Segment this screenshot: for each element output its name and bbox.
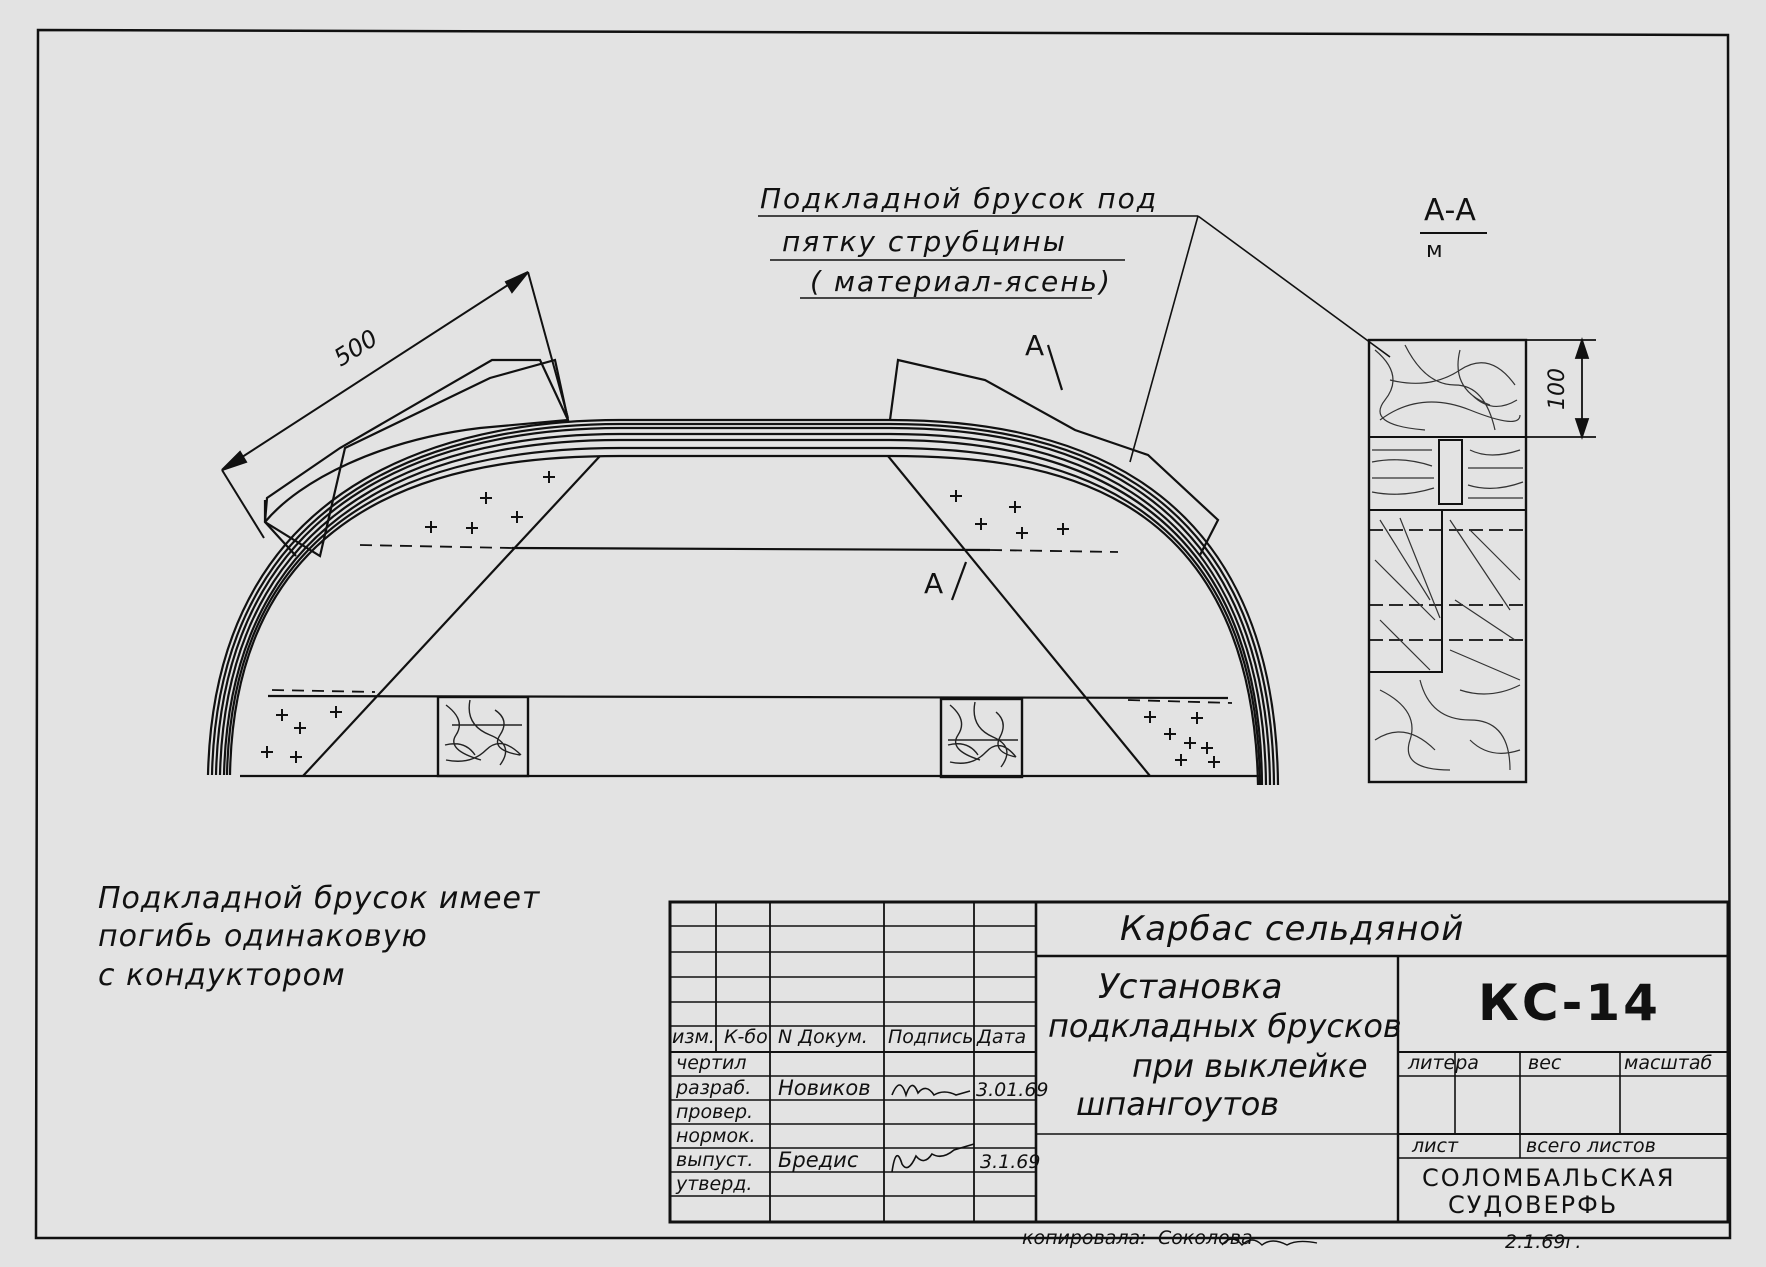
section-scale: м (1426, 238, 1443, 263)
dimension-500 (221, 271, 569, 539)
role-drew: чертил (676, 1052, 747, 1074)
org-line-2: СУДОВЕРФЬ (1448, 1191, 1619, 1219)
sheets-total-label: всего листов (1526, 1135, 1656, 1157)
developer-name: Новиков (778, 1076, 871, 1100)
drawing-code: КС-14 (1478, 974, 1661, 1032)
dimension-100-label: 100 (1545, 368, 1570, 410)
signature-copier (1221, 1238, 1318, 1247)
developer-date: 3.01.69 (976, 1079, 1049, 1101)
litera-label: литера (1408, 1052, 1479, 1074)
weight-label: вес (1528, 1052, 1562, 1074)
header-kol: К-бо (724, 1026, 768, 1048)
signature-issuer (891, 1143, 975, 1173)
header-sign: Подпись (888, 1026, 974, 1048)
section-mark-mid-label: А (924, 567, 944, 600)
copied-label: копировала: (1022, 1227, 1147, 1249)
title-line-3: при выклейке (1132, 1047, 1368, 1085)
role-checked: провер. (676, 1101, 754, 1123)
title-line-1: Установка (1098, 967, 1283, 1007)
org-line-1: СОЛОМБАЛЬСКАЯ (1422, 1164, 1676, 1192)
copied-name: Соколова (1158, 1227, 1253, 1249)
left-pad-block (263, 358, 570, 558)
callout-line-1: Подкладной брусок под (760, 182, 1159, 215)
role-norm: нормок. (676, 1125, 756, 1147)
role-issued: выпуст. (676, 1149, 754, 1171)
role-developed: разраб. (676, 1077, 752, 1099)
dimension-100 (1526, 337, 1596, 440)
issuer-date: 3.1.69 (980, 1151, 1041, 1173)
section-view (1367, 232, 1596, 784)
support-block-right (939, 697, 1024, 779)
section-mark-mid (950, 561, 968, 601)
callout-line-2: пятку струбцины (782, 225, 1067, 258)
section-title: А-А (1424, 193, 1476, 228)
product-name: Карбас сельдяной (1120, 909, 1465, 949)
callout-line-3: ( материал-ясень) (810, 265, 1112, 298)
jig-lines (240, 455, 1262, 778)
title-block-grid (668, 900, 1730, 1224)
sheet-border (34, 28, 1732, 1240)
header-izm: изм. (672, 1026, 715, 1048)
issuer-name: Бредис (778, 1148, 859, 1172)
copied-date: 2.1.69г. (1505, 1231, 1582, 1253)
title-line-2: подкладных брусков (1048, 1007, 1402, 1045)
scale-label: масштаб (1624, 1052, 1713, 1074)
header-doc: N Докум. (778, 1026, 868, 1048)
header-date: Дата (977, 1026, 1027, 1048)
title-line-4: шпангоутов (1076, 1085, 1280, 1123)
section-mark-top-label: А (1025, 329, 1045, 362)
section-mark-top (1046, 344, 1064, 391)
callout-leaders (758, 215, 1391, 463)
support-block-left (436, 695, 530, 778)
note-line-3: с кондуктором (98, 958, 346, 993)
frame-arch (206, 418, 1280, 786)
dashed-lines (271, 544, 1233, 704)
sheet-label: лист (1412, 1135, 1459, 1157)
role-approved: утверд. (676, 1173, 753, 1195)
right-pad-block (888, 358, 1220, 556)
note-line-1: Подкладной брусок имеет (98, 881, 541, 916)
signature-developer (891, 1084, 971, 1098)
fill-marks (261, 471, 1220, 768)
note-line-2: погибь одинаковую (98, 919, 428, 954)
